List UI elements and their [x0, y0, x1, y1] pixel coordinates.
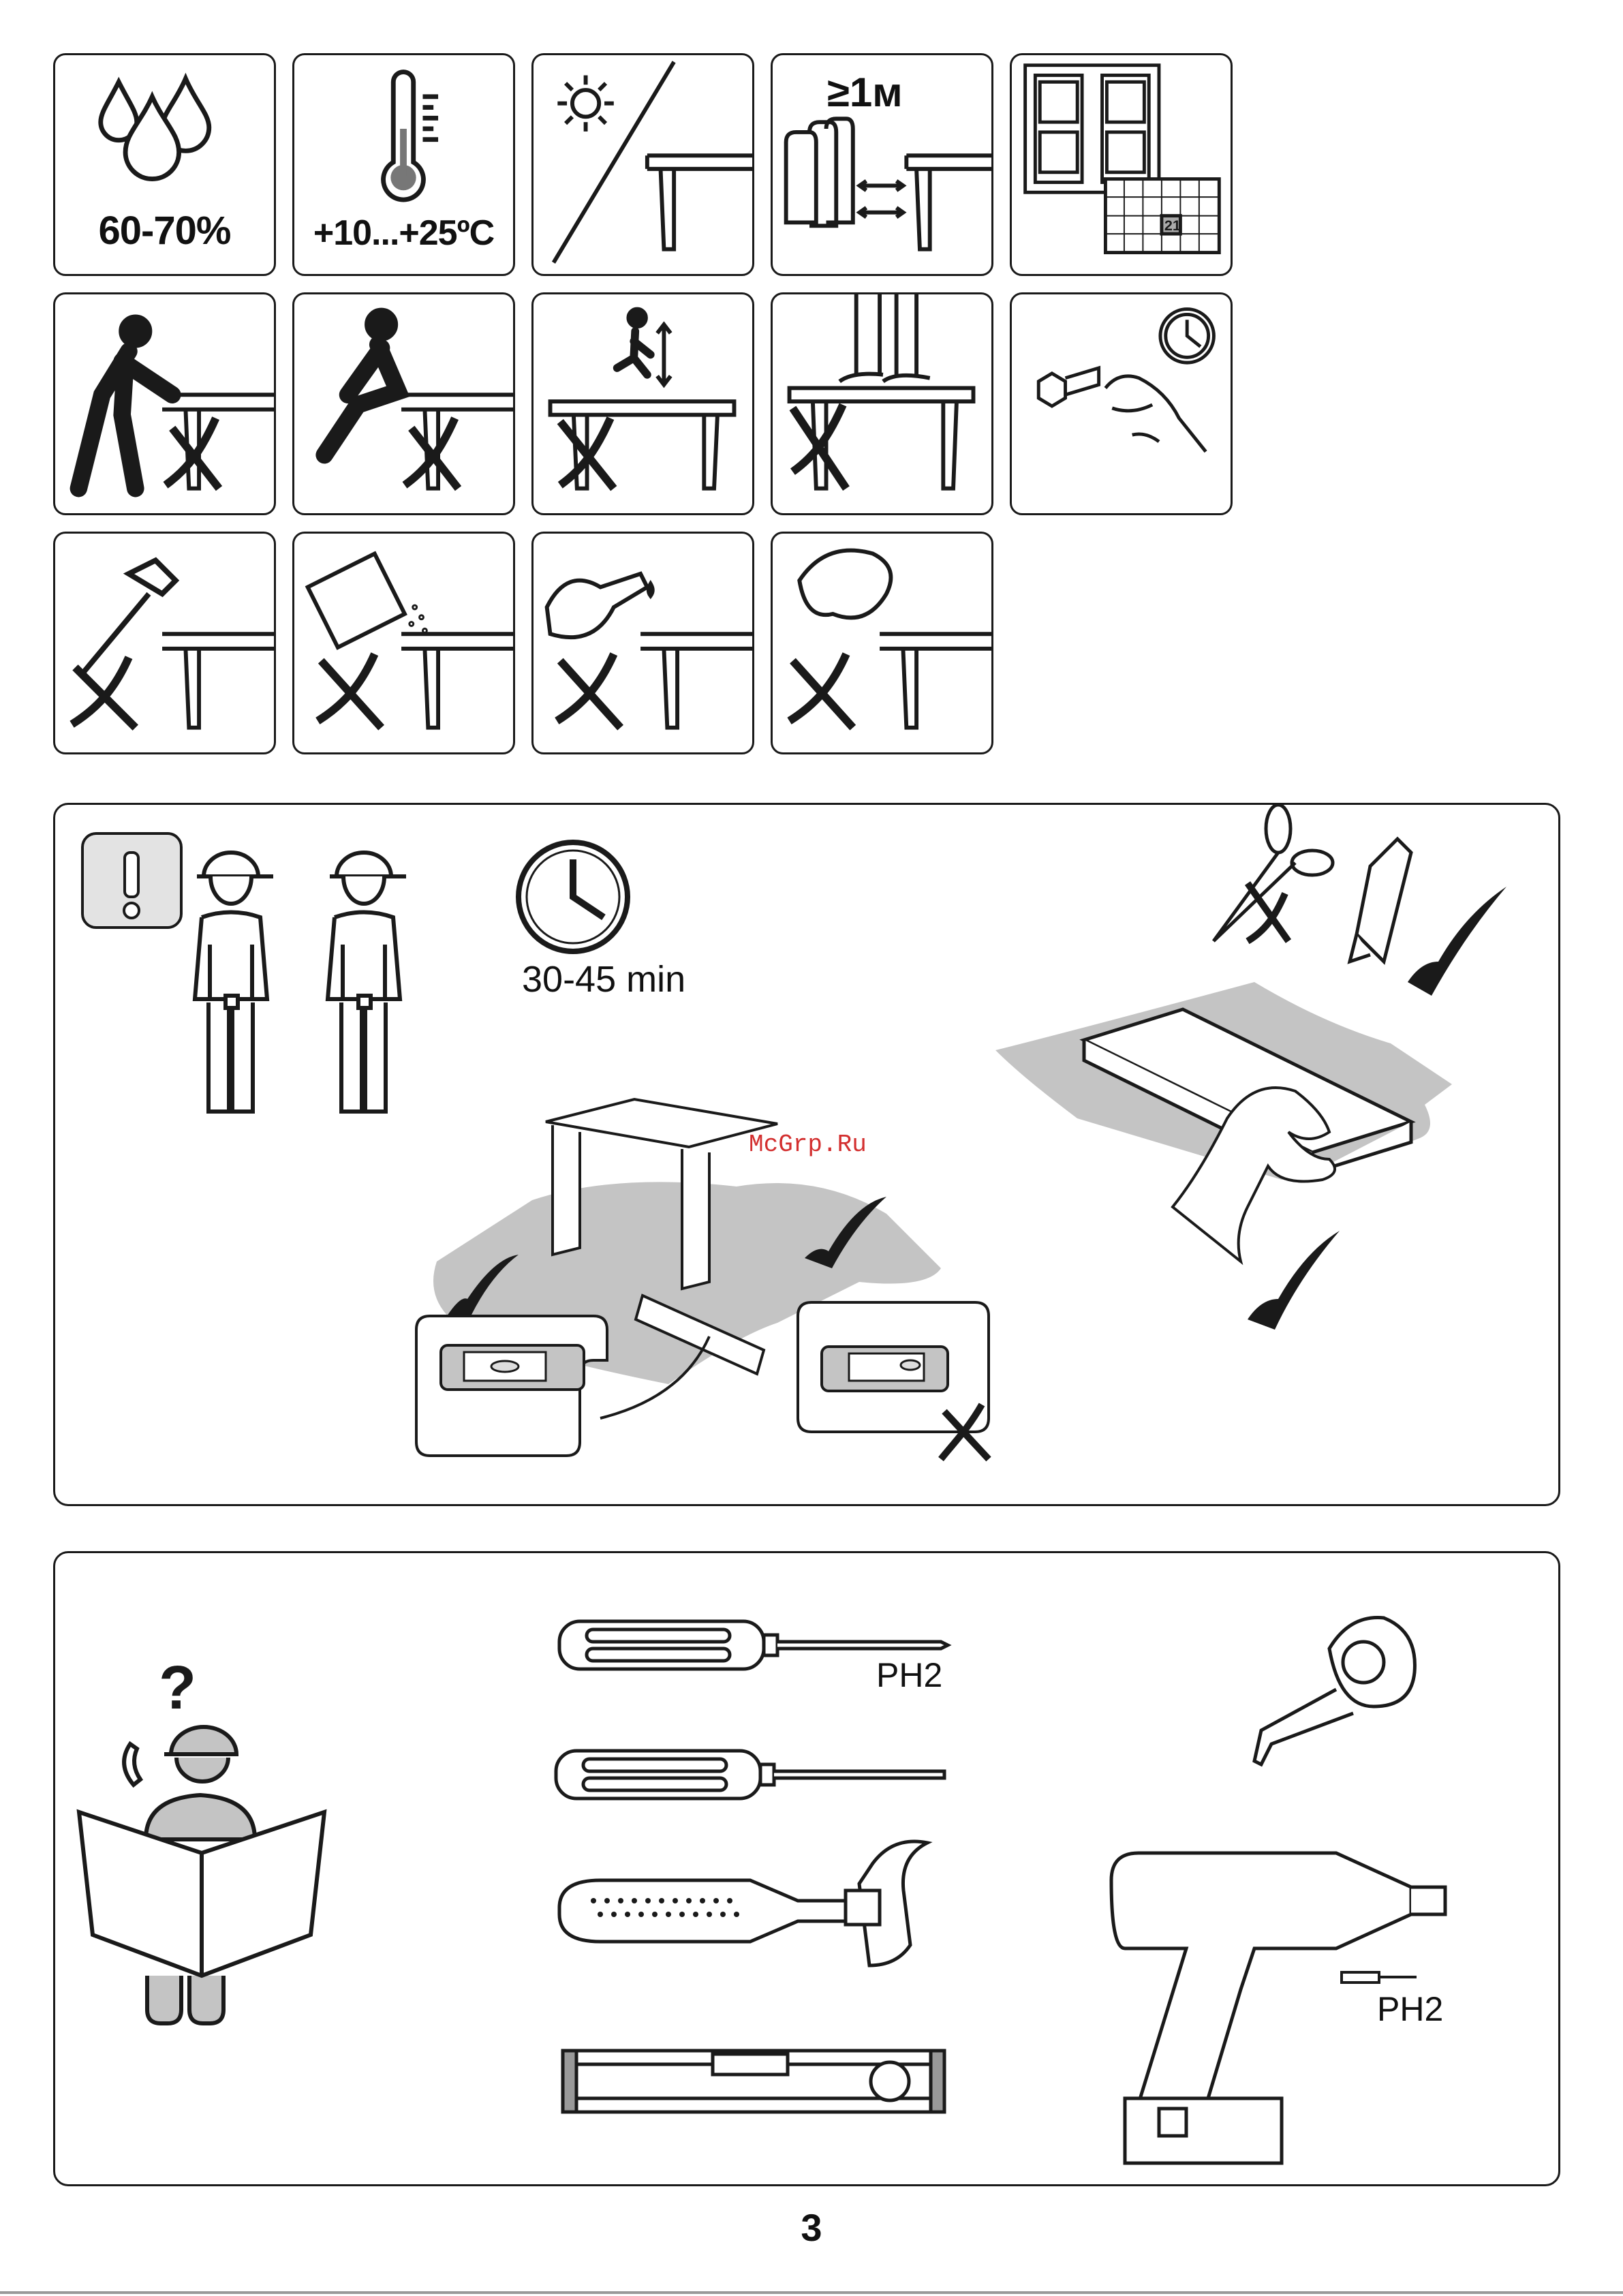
no-hammer-tile [53, 532, 276, 754]
ventilation-calendar-icon: 21 [1012, 55, 1231, 274]
drill-bit-icon [1342, 1972, 1417, 1983]
watermark: McGrp.Ru [749, 1131, 867, 1159]
sunlight-icon [534, 55, 752, 274]
no-stand-tile [771, 292, 993, 515]
no-spill-icon [294, 534, 513, 752]
no-jump-on-table-icon [534, 294, 752, 513]
check-bolts-periodically-icon [1012, 294, 1231, 513]
no-sit-on-table-icon [294, 294, 513, 513]
no-spill-tile [292, 532, 515, 754]
no-lean-on-table-icon [55, 294, 274, 513]
spirit-level-tool-icon [563, 2051, 944, 2112]
ph2-screwdriver-label: PH2 [876, 1655, 942, 1695]
sunlight-tile [531, 53, 754, 276]
no-sit-tile [292, 292, 515, 515]
heater-distance-label: ≥1м [827, 69, 903, 116]
no-hot-tile [771, 532, 993, 754]
utility-knife-icon [1350, 839, 1411, 962]
no-hot-icon [773, 534, 991, 752]
no-liquid-icon [534, 534, 752, 752]
two-workers-icon [195, 853, 406, 1112]
clock-icon [519, 842, 628, 951]
person-reading-manual-icon [79, 1727, 324, 2023]
tape-measure-icon [1254, 1618, 1415, 1764]
calendar-day: 21 [1164, 217, 1181, 234]
page-number: 3 [0, 2205, 1623, 2250]
bottom-rule [0, 2291, 1623, 2294]
tools-panel: ? [53, 1551, 1560, 2186]
scissors-icon [1214, 805, 1333, 941]
no-stand-on-table-icon [773, 294, 991, 513]
tools-illustration: ? [55, 1553, 1562, 2188]
check-bolts-tile [1010, 292, 1233, 515]
humidity-label: 60-70% [55, 208, 274, 254]
ventilation-calendar-tile: 21 [1010, 53, 1233, 276]
temperature-label: +10...+25ºC [294, 213, 513, 254]
assembly-time-label: 30-45 min [522, 958, 685, 1000]
flathead-screwdriver-icon [556, 1751, 944, 1798]
no-hammer-icon [55, 534, 274, 752]
no-lean-tile [53, 292, 276, 515]
assembly-panel: 30-45 min McGrp.Ru [53, 803, 1560, 1506]
ph2-bit-label: PH2 [1377, 1989, 1443, 2029]
no-liquid-tile [531, 532, 754, 754]
heater-distance-tile: ≥1м [771, 53, 993, 276]
hammer-icon [559, 1841, 927, 1965]
no-jump-tile [531, 292, 754, 515]
humidity-tile: 60-70% [53, 53, 276, 276]
question-mark: ? [159, 1654, 196, 1722]
temperature-tile: +10...+25ºC [292, 53, 515, 276]
